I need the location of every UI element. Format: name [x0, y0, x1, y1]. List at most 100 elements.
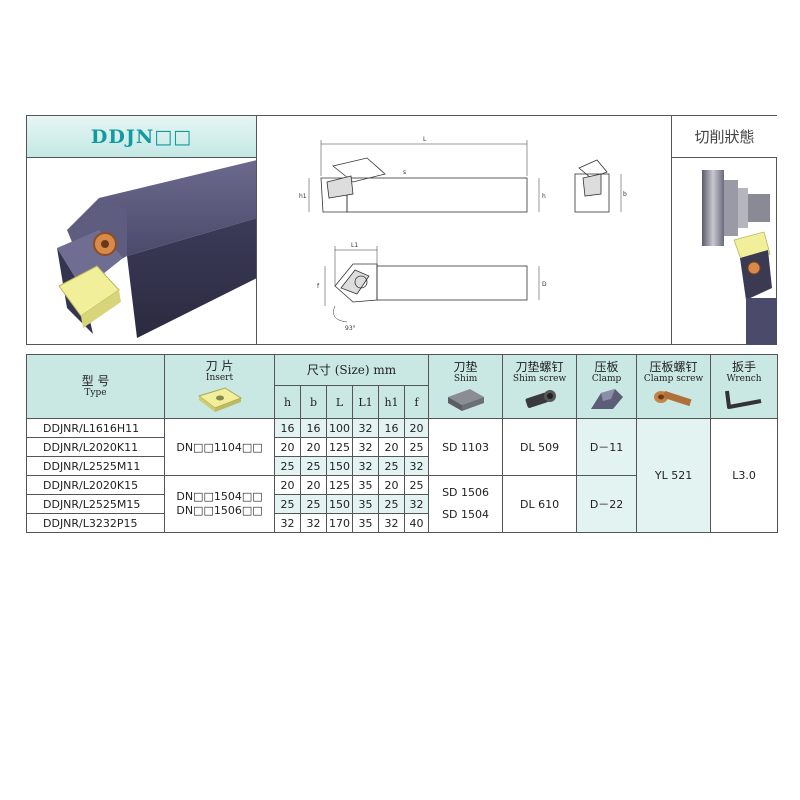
clamp-icon — [590, 389, 623, 409]
cutting-state-illustration — [702, 170, 777, 345]
col-shim-cn: 刀垫 — [453, 360, 478, 374]
dim-cell: 25 — [274, 456, 301, 476]
col-dim-b: b — [300, 385, 327, 419]
col-shim-en: Shim — [453, 374, 478, 384]
dim-cell: 125 — [326, 437, 353, 457]
col-dim-f: f — [403, 385, 430, 419]
dim-cell: 25 — [300, 494, 327, 514]
col-size-label: 尺寸 (Size) mm — [306, 363, 397, 377]
tool-holder-image — [27, 158, 257, 345]
col-dim-h1: h1 — [378, 385, 405, 419]
type-cell: DDJNR/L2525M15 — [26, 494, 165, 514]
dim-cell: 16 — [300, 418, 327, 438]
table-row: DDJNR/L2525M15 25 25 150 35 25 32 — [26, 494, 778, 514]
dim-label-f: f — [317, 283, 320, 290]
dim-cell: 32 — [403, 456, 430, 476]
top-panel: DDJN□□ — [26, 115, 777, 345]
type-cell: DDJNR/L2020K15 — [26, 475, 165, 495]
clamp-screw-icon — [653, 390, 692, 407]
col-wrench-cn: 扳手 — [732, 360, 757, 374]
insert-cell-a: DN□□1504□□ — [176, 490, 263, 503]
clamp-cell: D－11 — [576, 418, 638, 476]
dim-label-s: s — [403, 169, 406, 176]
tool-title: DDJN□□ — [27, 116, 257, 158]
dim-cell: 150 — [326, 456, 353, 476]
col-type: 型 号 Type — [26, 354, 165, 419]
dim-label-h1: h1 — [299, 193, 307, 200]
dim-cell: 25 — [378, 456, 405, 476]
dim-cell: 32 — [403, 494, 430, 514]
dim-label-L: L — [423, 136, 427, 143]
col-size: 尺寸 (Size) mm — [273, 354, 430, 386]
insert-cell: DN□□1104□□ — [164, 418, 275, 476]
wrench-icon — [725, 390, 762, 409]
cutting-state-title: 切削狀態 — [671, 116, 777, 158]
col-clamp-en: Clamp — [591, 374, 622, 384]
dim-cell: 32 — [352, 418, 379, 438]
dim-cell: 32 — [352, 437, 379, 457]
tool-holder-illustration — [57, 160, 256, 338]
dim-cell: 150 — [326, 494, 353, 514]
type-cell: DDJNR/L1616H11 — [26, 418, 165, 438]
insert-icon — [197, 387, 242, 412]
dimension-drawing: L h1 h b L1 f D 93° s — [257, 116, 671, 345]
dim-cell: 35 — [352, 513, 379, 533]
insert-cell: DN□□1504□□ DN□□1506□□ — [164, 475, 275, 533]
insert-cell-b: DN□□1506□□ — [176, 504, 263, 517]
dim-cell: 25 — [274, 494, 301, 514]
dim-cell: 125 — [326, 475, 353, 495]
dim-label-angle: 93° — [345, 325, 356, 332]
table-row: DDJNR/L3232P15 32 32 170 35 32 40 — [26, 513, 778, 533]
dim-cell: 20 — [378, 437, 405, 457]
dim-cell: 20 — [300, 437, 327, 457]
dim-cell: 32 — [352, 456, 379, 476]
col-type-cn: 型 号 — [81, 374, 110, 388]
dim-cell: 35 — [352, 475, 379, 495]
dim-cell: 32 — [300, 513, 327, 533]
cutting-state-image — [671, 158, 777, 345]
dim-cell: 25 — [378, 494, 405, 514]
col-shim: 刀垫 Shim — [428, 354, 504, 419]
shim-cell: SD 1506 SD 1504 — [428, 475, 504, 533]
dim-label-h: h — [542, 193, 546, 200]
col-wrench: 扳手 Wrench — [710, 354, 779, 419]
dim-cell: 20 — [300, 475, 327, 495]
dim-label-L1: L1 — [351, 242, 358, 249]
table-row: DDJNR/L1616H11 DN□□1104□□ 16 16 100 32 1… — [26, 418, 779, 533]
shim-cell-a: SD 1506 — [442, 486, 490, 499]
table-row: DDJNR/L2020K15 DN□□1504□□ DN□□1506□□ 20 … — [26, 475, 778, 533]
col-insert: 刀 片 Insert — [164, 354, 275, 419]
dim-cell: 20 — [274, 475, 301, 495]
dim-cell: 25 — [300, 456, 327, 476]
type-cell: DDJNR/L3232P15 — [26, 513, 165, 533]
col-clamp: 压板 Clamp — [576, 354, 638, 419]
dim-label-D: D — [542, 281, 547, 288]
shim-icon — [447, 389, 484, 411]
clamp-screw-cell: YL 521 — [636, 418, 712, 533]
col-clamp-screw-cn: 压板螺钉 — [649, 360, 698, 374]
col-insert-en: Insert — [205, 373, 234, 383]
col-type-en: Type — [84, 388, 107, 398]
shim-screw-icon — [525, 390, 556, 408]
dim-cell: 25 — [403, 475, 430, 495]
dim-cell: 32 — [378, 513, 405, 533]
dim-cell: 20 — [274, 437, 301, 457]
col-insert-cn: 刀 片 — [205, 359, 234, 373]
clamp-cell: D－22 — [576, 475, 638, 533]
dim-cell: 16 — [274, 418, 301, 438]
shim-screw-cell: DL 610 — [502, 475, 578, 533]
dim-cell: 16 — [378, 418, 405, 438]
wrench-cell: L3.0 — [710, 418, 779, 533]
shim-cell: SD 1103 — [428, 418, 504, 476]
dim-cell: 32 — [274, 513, 301, 533]
dim-cell: 170 — [326, 513, 353, 533]
type-cell: DDJNR/L2020K11 — [26, 437, 165, 457]
shim-screw-cell: DL 509 — [502, 418, 578, 476]
col-dim-L1: L1 — [352, 385, 379, 419]
spec-table: 型 号 Type 刀 片 Insert 尺寸 (Size) mm 刀垫 Shim — [26, 354, 779, 533]
col-dim-h: h — [274, 385, 301, 419]
col-clamp-cn: 压板 — [594, 360, 619, 374]
shim-cell-b: SD 1504 — [442, 508, 490, 521]
dimension-drawing-svg: L h1 h b L1 f D 93° s — [299, 136, 627, 332]
col-wrench-en: Wrench — [726, 374, 762, 384]
